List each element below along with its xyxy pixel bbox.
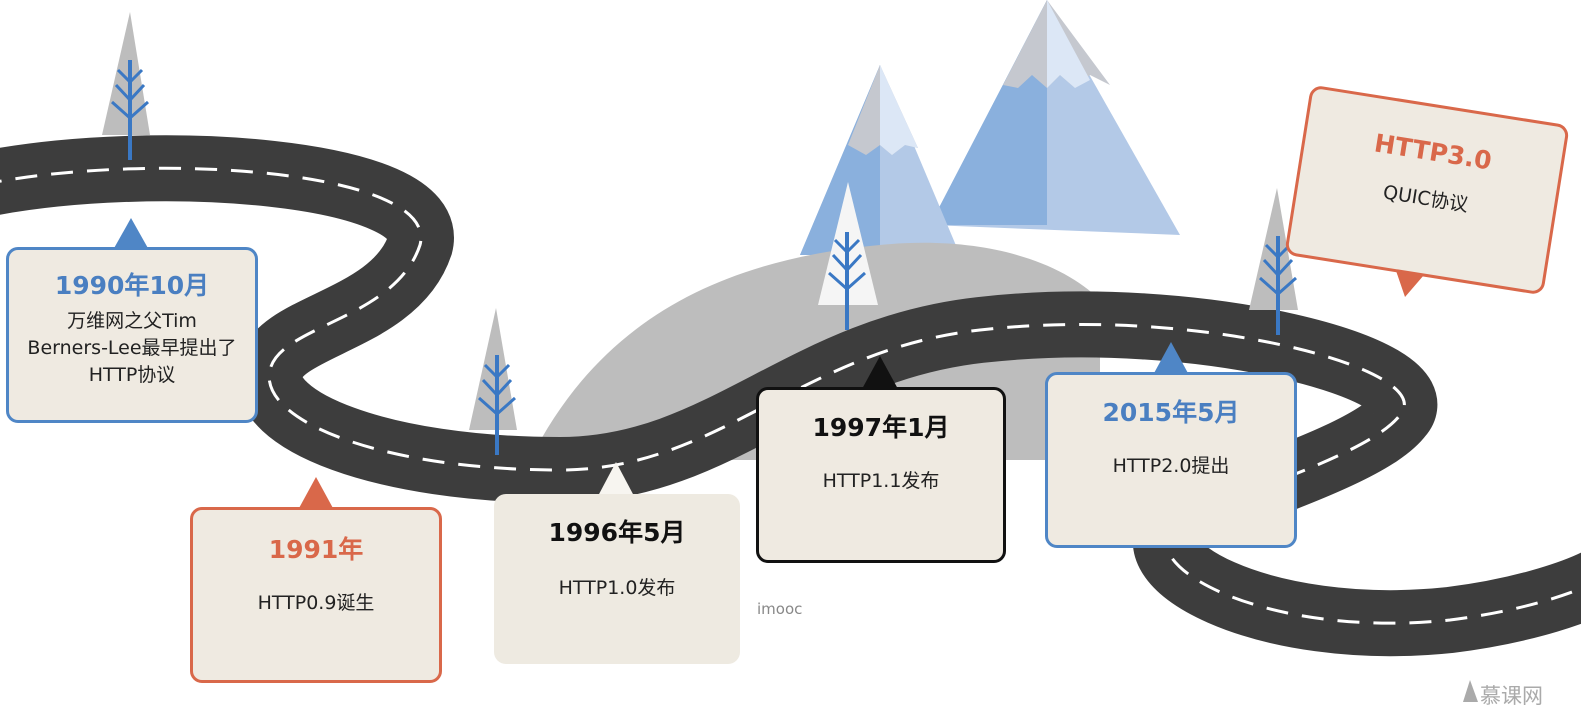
milestone-desc: HTTP1.1发布	[822, 470, 940, 492]
milestone-desc: HTTP0.9诞生	[257, 592, 375, 614]
milestone-desc: HTTP2.0提出	[1112, 455, 1230, 477]
milestone-card-1996: 1996年5月 HTTP1.0发布	[494, 494, 740, 664]
pointer-1996	[598, 462, 634, 496]
milestone-date: 1997年1月	[812, 413, 950, 442]
tree	[1249, 188, 1298, 335]
milestone-date: 1991年	[268, 535, 364, 564]
milestone-date: 2015年5月	[1102, 398, 1240, 427]
milestone-date: 1996年5月	[548, 518, 686, 547]
milestone-card-1997: 1997年1月 HTTP1.1发布	[756, 387, 1006, 563]
milestone-card-1991: 1991年 HTTP0.9诞生	[190, 507, 442, 683]
milestone-date: 1990年10月	[54, 271, 210, 300]
logo-icon	[1463, 680, 1478, 702]
tree	[818, 182, 878, 330]
milestone-desc: HTTP1.0发布	[558, 577, 676, 599]
watermark: imooc	[757, 600, 803, 618]
milestone-desc-line: 万维网之父Tim	[67, 310, 197, 332]
tree	[469, 308, 517, 455]
pointer-1997	[862, 356, 898, 389]
pointer-2015	[1153, 342, 1189, 375]
tree	[102, 12, 150, 160]
mountains	[800, 0, 1180, 255]
winding-road	[0, 135, 1581, 657]
milestone-card-1990: 1990年10月 万维网之父Tim Berners-Lee最早提出了 HTTP协…	[6, 247, 258, 423]
milestone-desc-line: HTTP协议	[88, 364, 176, 386]
milestone-card-2015: 2015年5月 HTTP2.0提出	[1045, 372, 1297, 548]
pointer-1991	[298, 477, 334, 510]
corner-logo-text: 慕课网	[1480, 684, 1543, 708]
pointer-1990	[113, 218, 149, 250]
milestone-desc-line: Berners-Lee最早提出了	[27, 337, 237, 359]
